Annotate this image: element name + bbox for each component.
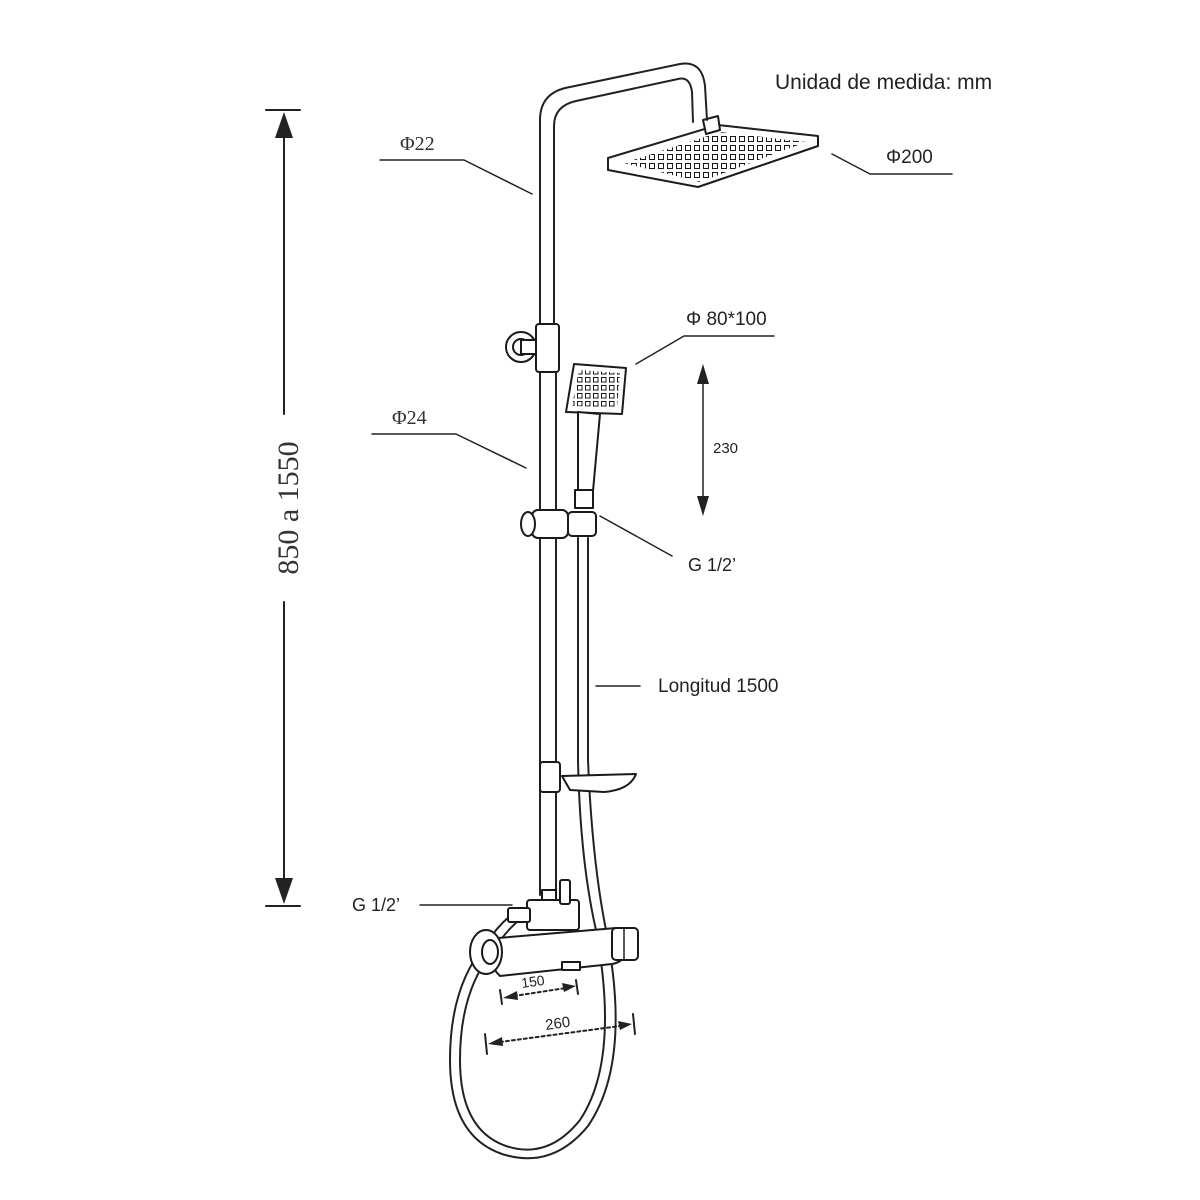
upper-riser-and-arm	[539, 62, 708, 331]
g12-upper-label: G 1/2’	[688, 555, 736, 575]
arrow-right-icon	[618, 1021, 632, 1030]
phi200-label: Φ200	[886, 147, 933, 168]
total-height-label: 850 a 1550	[272, 441, 305, 574]
g12-upper-callout: G 1/2’	[599, 515, 736, 575]
phi24-label: Φ24	[392, 407, 427, 429]
arrow-up-icon	[275, 112, 293, 138]
arrow-left-icon	[503, 991, 518, 1000]
total-height-dimension: 850 a 1550	[265, 109, 305, 907]
wall-bracket	[505, 323, 560, 373]
thermostatic-mixer	[469, 927, 639, 977]
g12-lower-label: G 1/2’	[352, 895, 400, 915]
dimension-150: 150	[499, 972, 579, 1005]
phi80x100-label: Φ 80*100	[686, 309, 767, 330]
dimension-260: 260	[484, 1013, 636, 1055]
soap-dish	[539, 761, 637, 793]
arrow-down-icon	[697, 496, 709, 516]
phi22-label: Φ22	[400, 133, 435, 155]
diverter-connector	[507, 879, 580, 931]
slider-holder	[520, 509, 597, 539]
lower-riser	[539, 371, 557, 896]
width-150-label: 150	[520, 972, 546, 991]
units-note: Unidad de medida: mm	[775, 71, 992, 94]
phi200-callout: Φ200	[831, 147, 953, 175]
hose-length-callout: Longitud 1500	[595, 676, 778, 697]
phi22-callout: Φ22	[379, 133, 533, 195]
height-230-label: 230	[713, 440, 738, 457]
rain-shower-head	[607, 115, 819, 188]
hose-length-label: Longitud 1500	[658, 676, 778, 697]
arrow-down-icon	[275, 878, 293, 904]
arrow-left-icon	[488, 1037, 503, 1046]
phi24-callout: Φ24	[371, 407, 527, 469]
arrow-right-icon	[562, 983, 576, 992]
flexible-hose	[449, 537, 617, 1160]
arrow-up-icon	[697, 364, 709, 384]
g12-lower-callout: G 1/2’	[352, 895, 513, 915]
phi80x100-callout: Φ 80*100	[635, 309, 775, 365]
hand-shower	[565, 363, 627, 509]
handshower-height-dimension: 230	[697, 364, 738, 516]
width-260-label: 260	[544, 1014, 571, 1034]
